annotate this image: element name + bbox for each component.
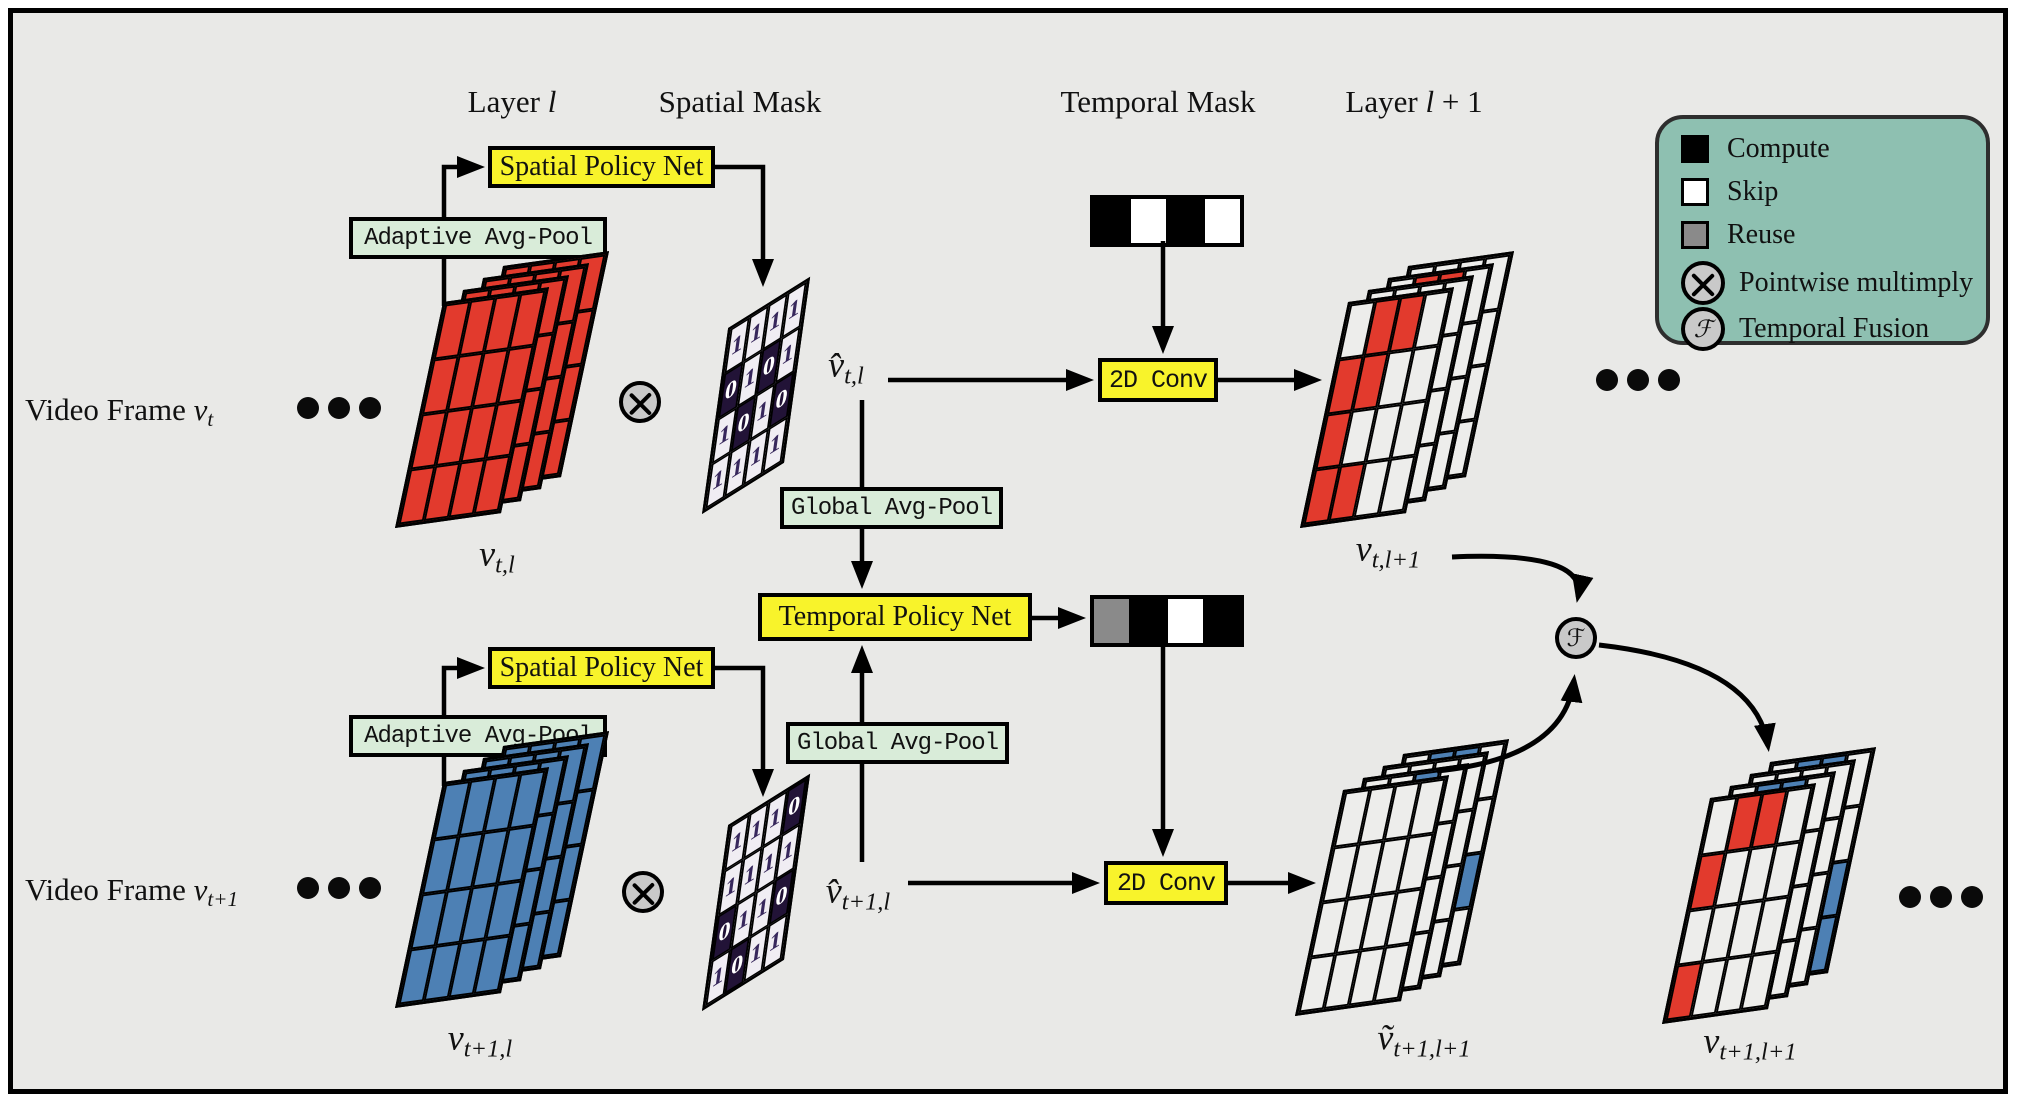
ellipsis-dot [1596,369,1618,391]
label-v-tilde-t1-l1: ṽt+1,l+1 [1377,1017,1471,1063]
reuse-swatch [1681,221,1709,249]
legend-pointwise: Pointwise multimply [1681,261,1973,305]
skip-swatch [1681,178,1709,206]
legend-skip: Skip [1681,176,1778,208]
legend-fusion: ℱ Temporal Fusion [1681,307,1929,351]
label-v-t-l1: vt,l+1 [1355,528,1421,574]
video-frame-t: Video Frame vt [25,392,214,431]
pointwise-multiply-icon [1681,261,1725,305]
temporal-fusion-icon: ℱ [1681,307,1725,351]
legend-label: Reuse [1727,219,1796,250]
legend-reuse: Reuse [1681,219,1795,251]
legend-label: Pointwise multimply [1739,267,1974,298]
global-avg-pool-bottom: Global Avg-Pool [786,722,1009,764]
temporal-cell-compute [1093,198,1130,244]
ellipsis-dot [1930,886,1952,908]
conv-2d-top: 2D Conv [1098,358,1218,402]
spatial-policy-net-top: Spatial Policy Net [488,146,715,188]
ellipsis-dot [1899,886,1921,908]
temporal-cell-skip [1130,198,1167,244]
temporal-cell-reuse [1093,598,1130,644]
legend-compute: Compute [1681,133,1830,165]
header-layer-l1: Layer l + 1 [1345,84,1483,119]
ellipsis-dot [297,877,319,899]
label-v-hat-t1-l: v̂t+1,l [825,870,891,916]
temporal-cell-skip [1204,198,1241,244]
legend-label: Compute [1727,133,1830,164]
conv-2d-bottom: 2D Conv [1104,861,1228,905]
legend-label: Temporal Fusion [1739,313,1930,344]
multiply-cross [623,385,657,419]
label-v-hat-t-l: v̂t,l [828,344,864,390]
header-layer-l: Layer l [467,84,557,119]
compute-swatch [1681,135,1709,163]
header-spatial-mask: Spatial Mask [658,84,822,119]
ellipsis-dot [1627,369,1649,391]
dots-bottom-left [297,877,381,899]
multiply-cross [626,875,660,909]
temporal-mask-bottom [1090,595,1244,647]
video-frame-t1: Video Frame vt+1 [25,872,238,911]
legend-label: Skip [1727,176,1779,207]
temporal-mask-top [1090,195,1244,247]
global-avg-pool-top: Global Avg-Pool [780,487,1003,529]
header-temporal-mask: Temporal Mask [1060,84,1256,119]
adaptive-avg-pool-bottom: Adaptive Avg-Pool [349,715,607,757]
ellipsis-dot [328,397,350,419]
dots-top-left [297,397,381,419]
label-v-t1-l1: vt+1,l+1 [1703,1020,1797,1066]
dots-bottom-right [1899,886,1983,908]
pointwise-multiply-top-icon [619,381,661,423]
temporal-cell-skip [1167,598,1204,644]
multiply-cross [1685,265,1721,301]
temporal-cell-compute [1204,598,1241,644]
ellipsis-dot [297,397,319,419]
label-v-t1-l: vt+1,l [447,1017,513,1063]
pointwise-multiply-bottom-icon [622,871,664,913]
dots-top-right [1596,369,1680,391]
temporal-cell-compute [1130,598,1167,644]
ellipsis-dot [328,877,350,899]
temporal-fusion-node-icon: ℱ [1555,617,1597,659]
ellipsis-dot [359,397,381,419]
temporal-policy-net: Temporal Policy Net [758,593,1032,641]
spatial-policy-net-bottom: Spatial Policy Net [488,647,715,689]
temporal-cell-compute [1167,198,1204,244]
ellipsis-dot [1658,369,1680,391]
adaptive-avg-pool-top: Adaptive Avg-Pool [349,217,607,259]
label-v-t-l: vt,l [479,533,515,579]
ellipsis-dot [359,877,381,899]
ellipsis-dot [1961,886,1983,908]
